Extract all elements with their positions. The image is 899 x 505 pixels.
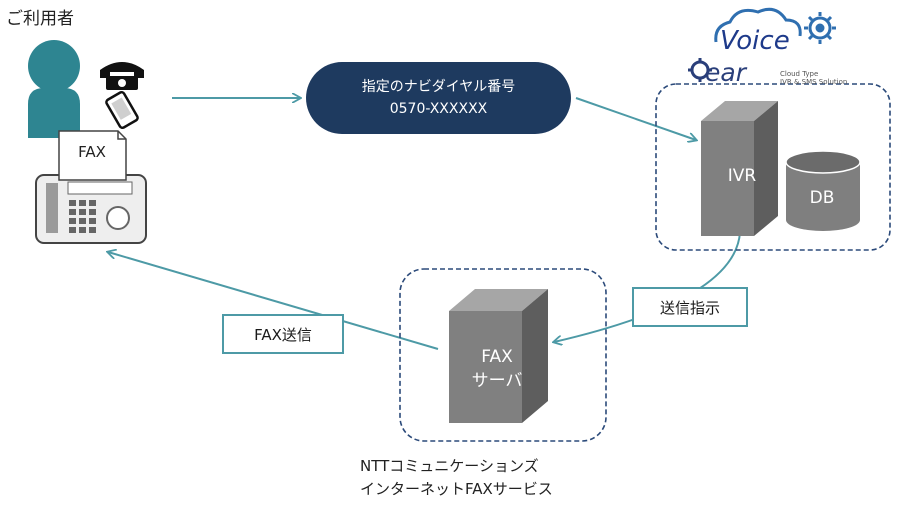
fax-machine-icon bbox=[35, 174, 147, 244]
logo-tagline-2: IVR & SMS Solution bbox=[780, 78, 848, 86]
ivr-label: IVR bbox=[727, 166, 757, 186]
call-number-bubble: 指定のナビダイヤル番号 0570-XXXXXX bbox=[306, 62, 571, 134]
fax-server-line-2: サーバ bbox=[471, 371, 523, 391]
logo-tagline: Cloud Type IVR & SMS Solution bbox=[780, 70, 847, 86]
provider-line-1: NTTコミュニケーションズ bbox=[360, 457, 539, 475]
database-icon bbox=[785, 150, 861, 231]
fax-paper-label: FAX bbox=[78, 143, 106, 161]
call-line-2: 0570-XXXXXX bbox=[389, 101, 488, 117]
fax-server-group-border bbox=[399, 268, 607, 442]
ivr-server-icon bbox=[701, 101, 778, 236]
person-icon bbox=[28, 40, 80, 138]
fax-server-icon bbox=[449, 289, 548, 423]
call-to-ivr-arrow bbox=[575, 97, 696, 140]
logo-tagline-1: Cloud Type bbox=[780, 70, 819, 78]
send-instruction-label: 送信指示 bbox=[632, 287, 748, 327]
user-label: ご利用者 bbox=[6, 9, 74, 29]
ivr-group-border bbox=[655, 83, 891, 251]
logo-word-gear: ear bbox=[705, 58, 746, 87]
call-line-1: 指定のナビダイヤル番号 bbox=[361, 79, 516, 95]
provider-line-2: インターネットFAXサービス bbox=[360, 480, 553, 498]
logo-word-voice: Voice bbox=[720, 26, 790, 56]
mobile-phone-icon bbox=[105, 90, 139, 130]
db-label: DB bbox=[809, 188, 835, 208]
provider-caption: NTTコミュニケーションズ インターネットFAXサービス bbox=[360, 455, 553, 501]
fax-send-label: FAX送信 bbox=[222, 314, 344, 354]
fax-send-arrow bbox=[108, 252, 439, 350]
telephone-icon bbox=[100, 62, 144, 90]
fax-server-line-1: FAX bbox=[481, 347, 513, 367]
voicegear-logo-icon bbox=[688, 7, 836, 82]
fax-paper-icon bbox=[58, 130, 127, 181]
fax-server-label: FAX サーバ bbox=[454, 345, 540, 393]
